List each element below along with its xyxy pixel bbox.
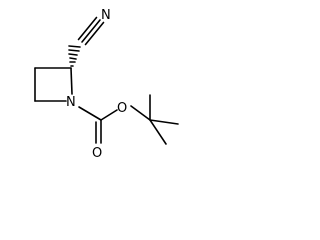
bond-methyl-right xyxy=(149,119,179,125)
stereo-hashed-wedge-bond xyxy=(68,45,81,67)
atom-label-carbonyl-o: O xyxy=(92,146,102,161)
bond-ester-o-quaternary-c xyxy=(130,105,151,121)
atom-label-ester-o: O xyxy=(117,101,127,116)
atom-label-nitrile-n: N xyxy=(101,8,111,23)
atom-label-ring-n: N xyxy=(66,95,76,110)
nitrile-triple-bond xyxy=(77,16,105,46)
bond-n1-carbonyl-c xyxy=(78,106,102,121)
carbonyl-double-bond xyxy=(95,119,102,144)
bond-carbonyl-c-ester-o xyxy=(100,109,118,121)
bond-methyl-down xyxy=(149,119,167,145)
molecule-structure: N N O O xyxy=(34,8,179,161)
ring-bond-n1-c2 xyxy=(70,67,73,95)
